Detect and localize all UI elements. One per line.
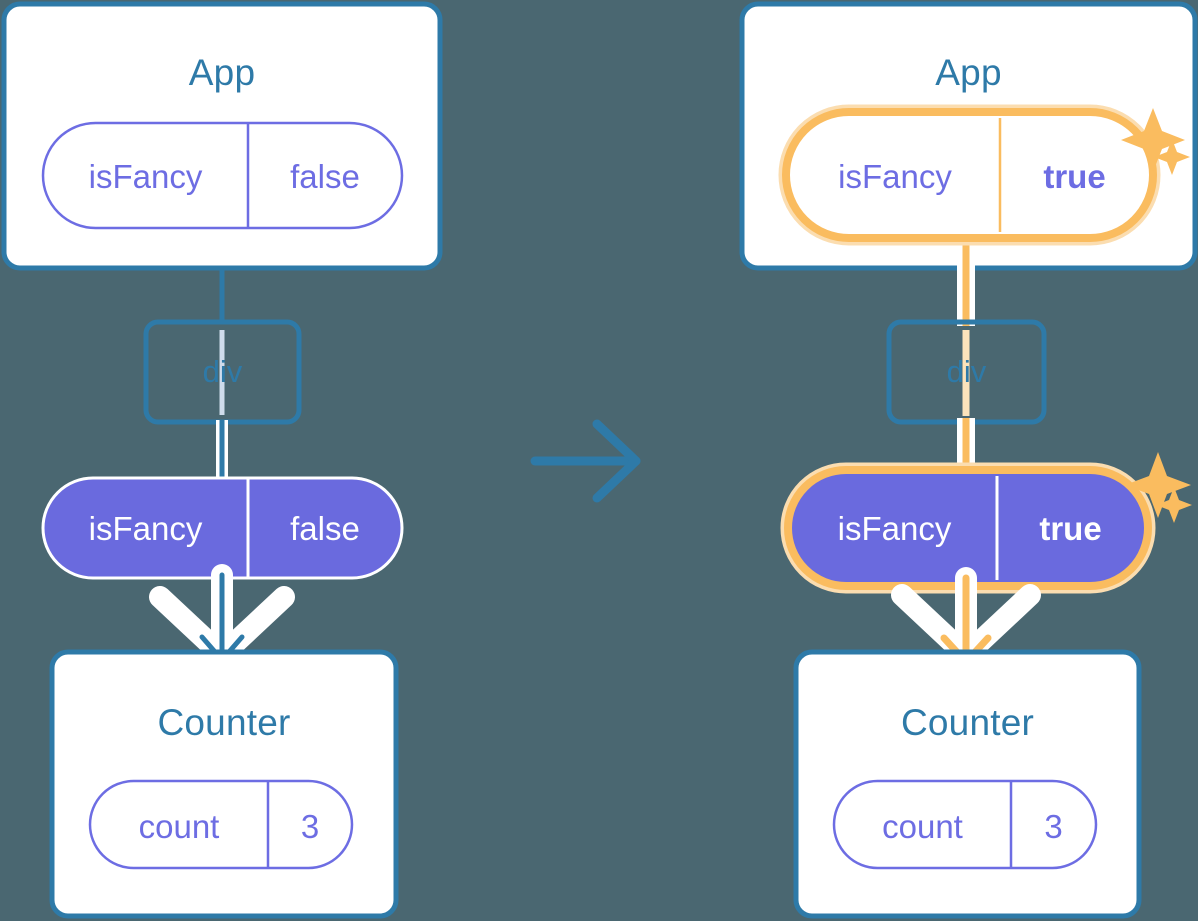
- prop-pill-before: [41, 476, 404, 580]
- arrow-pill-to-counter-before: [199, 572, 245, 663]
- sparkle-small-top-icon: [1154, 139, 1190, 175]
- sparkle-small-mid-icon: [1156, 487, 1192, 523]
- app-pill-ring-after: [782, 108, 1157, 242]
- sparkle-large-top-icon: [1121, 108, 1185, 172]
- counter-pill-before: [88, 779, 354, 870]
- sparkle-large-mid-icon: [1125, 452, 1191, 518]
- app-pill-before: [41, 121, 404, 230]
- panel-after: [739, 1, 1198, 919]
- counter-pill-after: [832, 779, 1098, 870]
- transition-arrow: [530, 419, 641, 503]
- panel-before: [1, 1, 443, 919]
